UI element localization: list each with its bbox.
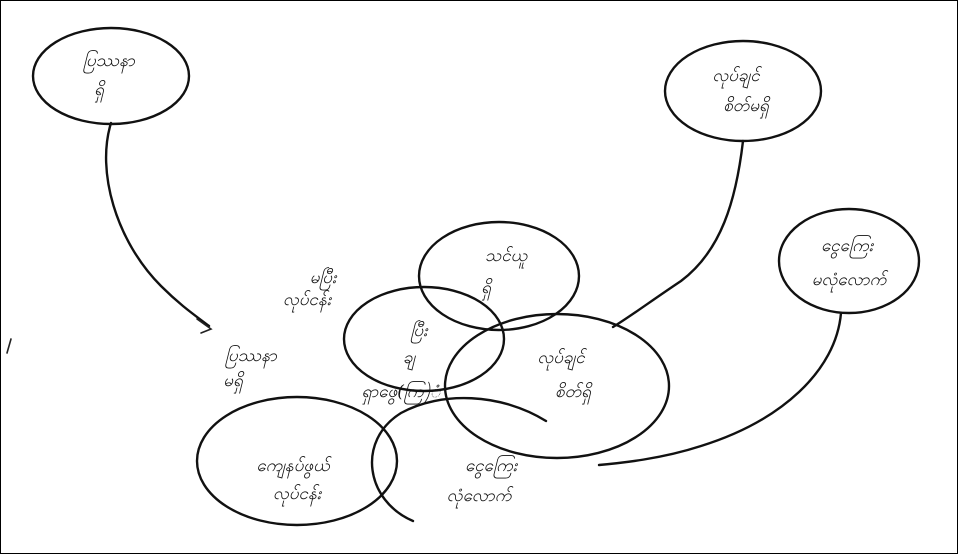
node-circle-center-left [342, 285, 506, 393]
node-circle-top-left [31, 26, 191, 126]
floating-label-left-upper-line2: လုပ်ငန်း [283, 290, 333, 313]
node-circle-top-right [663, 39, 823, 143]
node-circle-right [777, 207, 921, 315]
floating-label-middle: ရှာဖွေ(ကြ)ံ [361, 381, 441, 405]
connector-right [597, 311, 843, 467]
node-label-top-right-line2: စိတ်မရှိ [723, 96, 771, 119]
node-label-center-right-line2: စိတ်ရှိ [555, 382, 593, 405]
floating-label-left-lower-line1: ပြဿနာ [225, 345, 278, 369]
node-label-right-line2: မလုံလောက် [812, 270, 889, 293]
node-label-center-left-line1: ပြီး [411, 320, 430, 344]
node-circle-bottom-left [195, 395, 399, 527]
node-circle-center-right [443, 312, 671, 460]
node-label-bottom-left-line2: လုပ်ငန်း [273, 484, 323, 507]
margin-mark [6, 338, 12, 354]
floating-label-left-upper-line1: မပြီး [310, 267, 338, 291]
node-label-top-left-line1: ပြဿနာ [83, 50, 136, 74]
node-label-top-right-line1: လုပ်ချင် [712, 66, 763, 89]
connector-top-right [611, 139, 745, 329]
connector-top-left [104, 121, 211, 328]
floating-label-left-lower-line2: မရှိ [223, 371, 245, 394]
node-circle-bottom-center [370, 396, 548, 523]
node-label-center-top-line1: သင်ယူ [485, 246, 529, 269]
node-label-bottom-center-line2: လုံလောက် [447, 486, 515, 509]
node-label-bottom-center-line1: ငွေကြေး [465, 455, 519, 479]
node-label-right-line1: ငွေကြေး [821, 235, 875, 259]
node-circle-center-top [417, 220, 581, 332]
arrow-tick [196, 318, 213, 334]
node-label-center-top-line2: ရှိ [481, 278, 493, 301]
node-label-center-right-line1: လုပ်ချင် [537, 348, 588, 371]
node-label-bottom-left-line1: ကျေနပ်ဖွယ် [256, 456, 332, 479]
node-label-center-left-line2: ချ [403, 348, 417, 371]
node-label-top-left-line2: ရှိ [94, 80, 106, 103]
